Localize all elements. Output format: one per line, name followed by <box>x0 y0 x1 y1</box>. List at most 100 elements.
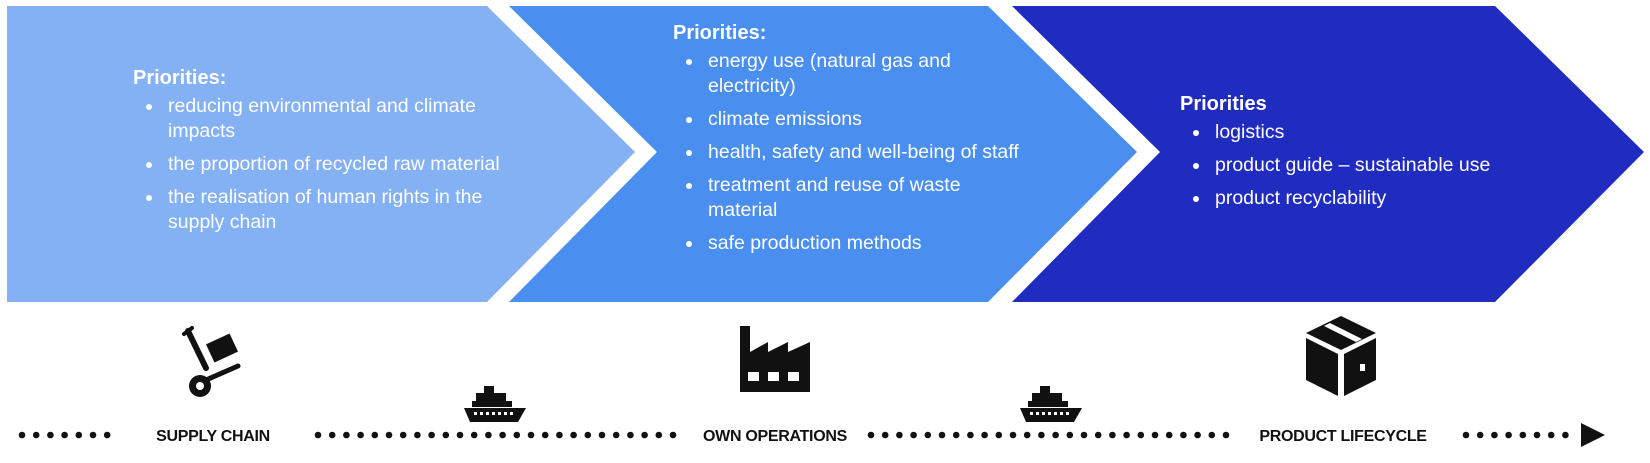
timeline-dot <box>1476 431 1484 439</box>
timeline-dot <box>32 431 40 439</box>
timeline-dot <box>385 431 393 439</box>
stage-1-heading: Priorities: <box>133 67 227 89</box>
timeline-dot <box>1194 431 1201 439</box>
stage-3-priorities: Priorities logistics product guide – sus… <box>1180 92 1560 219</box>
timeline-dot <box>1505 431 1512 439</box>
list-item: the realisation of human rights in the s… <box>146 185 543 235</box>
arrow-head-icon <box>1581 423 1605 447</box>
timeline-dot <box>598 431 606 439</box>
timeline-dot <box>456 431 464 439</box>
timeline-dot <box>485 431 492 439</box>
list-item: treatment and reuse of waste material <box>686 173 1033 223</box>
timeline-dot <box>1094 431 1102 439</box>
timeline-dot <box>357 431 364 439</box>
timeline-dot <box>513 431 521 439</box>
timeline-dot <box>1137 431 1145 439</box>
timeline-dot <box>1023 431 1031 439</box>
timeline-dot <box>1038 431 1045 439</box>
timeline-dot <box>1208 431 1216 439</box>
list-item: reducing environmental and climate impac… <box>146 94 543 144</box>
timeline-dot <box>47 431 54 439</box>
timeline-dot <box>556 431 563 439</box>
timeline-dot <box>343 431 350 439</box>
timeline-dot <box>669 431 677 439</box>
factory-icon <box>740 326 810 392</box>
list-item: safe production methods <box>686 231 1033 256</box>
timeline-dot <box>1533 431 1541 439</box>
stage-1-chevron <box>7 6 635 302</box>
stage-2-chevron <box>509 6 1137 302</box>
timeline-dot <box>103 431 111 439</box>
timeline-dot <box>1066 431 1074 439</box>
timeline-dot <box>399 431 407 439</box>
timeline-dot <box>1151 431 1159 439</box>
timeline-dot <box>1123 431 1130 439</box>
stage-2-list: energy use (natural gas and electricity)… <box>673 49 1033 256</box>
timeline-dot <box>1109 431 1116 439</box>
list-item: logistics <box>1193 120 1560 145</box>
timeline-dot <box>570 431 577 439</box>
timeline-dot <box>314 431 322 439</box>
timeline-dot <box>1080 431 1088 439</box>
timeline-dot <box>981 431 988 439</box>
list-item: energy use (natural gas and electricity) <box>686 49 1033 99</box>
timeline-dot <box>414 431 421 439</box>
timeline-dot <box>1462 431 1470 439</box>
list-item: health, safety and well-being of staff <box>686 140 1033 165</box>
stage-3-list: logistics product guide – sustainable us… <box>1180 120 1560 211</box>
hand-truck-icon <box>182 326 241 397</box>
timeline-dot <box>89 431 97 439</box>
timeline-dot <box>896 431 903 439</box>
list-item: climate emissions <box>686 107 1033 132</box>
stage-2-priorities: Priorities: energy use (natural gas and … <box>673 21 1033 264</box>
list-item: the proportion of recycled raw material <box>146 152 543 177</box>
timeline-dot <box>428 431 435 439</box>
chevron-band <box>7 6 1644 302</box>
timeline-dot <box>881 431 889 439</box>
timeline-dot <box>1052 431 1059 439</box>
list-item: product guide – sustainable use <box>1193 153 1560 178</box>
timeline-dot <box>627 431 634 439</box>
stage-1-priorities: Priorities: reducing environmental and c… <box>133 66 543 243</box>
stage-1-label: SUPPLY CHAIN <box>156 428 270 445</box>
timeline-dot <box>1491 431 1498 439</box>
timeline-dot <box>470 431 478 439</box>
timeline-dot <box>1009 431 1017 439</box>
timeline-dot <box>61 431 68 439</box>
timeline-dot <box>952 431 960 439</box>
stage-2-heading: Priorities: <box>673 22 767 44</box>
ship-icon <box>464 386 526 422</box>
timeline-dot <box>584 431 592 439</box>
timeline-dot <box>527 431 535 439</box>
timeline-dot <box>924 431 932 439</box>
timeline-dot <box>938 431 946 439</box>
timeline-dot <box>328 431 336 439</box>
stage-1-list: reducing environmental and climate impac… <box>133 94 543 235</box>
timeline-dot <box>1165 431 1173 439</box>
timeline-dot <box>867 431 875 439</box>
timeline-dot <box>1562 431 1569 439</box>
timeline <box>18 423 1605 447</box>
timeline-dot <box>910 431 917 439</box>
timeline-dot <box>75 431 83 439</box>
timeline-dot <box>442 431 450 439</box>
timeline-dot <box>967 431 974 439</box>
stage-3-label: PRODUCT LIFECYCLE <box>1259 428 1427 445</box>
timeline-dot <box>1222 431 1230 439</box>
timeline-dot <box>541 431 549 439</box>
timeline-dot <box>655 431 663 439</box>
stage-3-chevron <box>1012 6 1644 302</box>
stage-3-heading: Priorities <box>1180 93 1267 115</box>
ship-icon <box>1020 386 1082 422</box>
timeline-dot <box>18 431 26 439</box>
timeline-dot <box>499 431 506 439</box>
timeline-dot <box>371 431 379 439</box>
timeline-dot <box>995 431 1003 439</box>
timeline-dot <box>1547 431 1555 439</box>
timeline-dot <box>612 431 620 439</box>
list-item: product recyclability <box>1193 186 1560 211</box>
timeline-dot <box>1180 431 1187 439</box>
stage-2-label: OWN OPERATIONS <box>703 428 847 445</box>
timeline-dot <box>1519 431 1527 439</box>
box-icon <box>1306 316 1376 396</box>
